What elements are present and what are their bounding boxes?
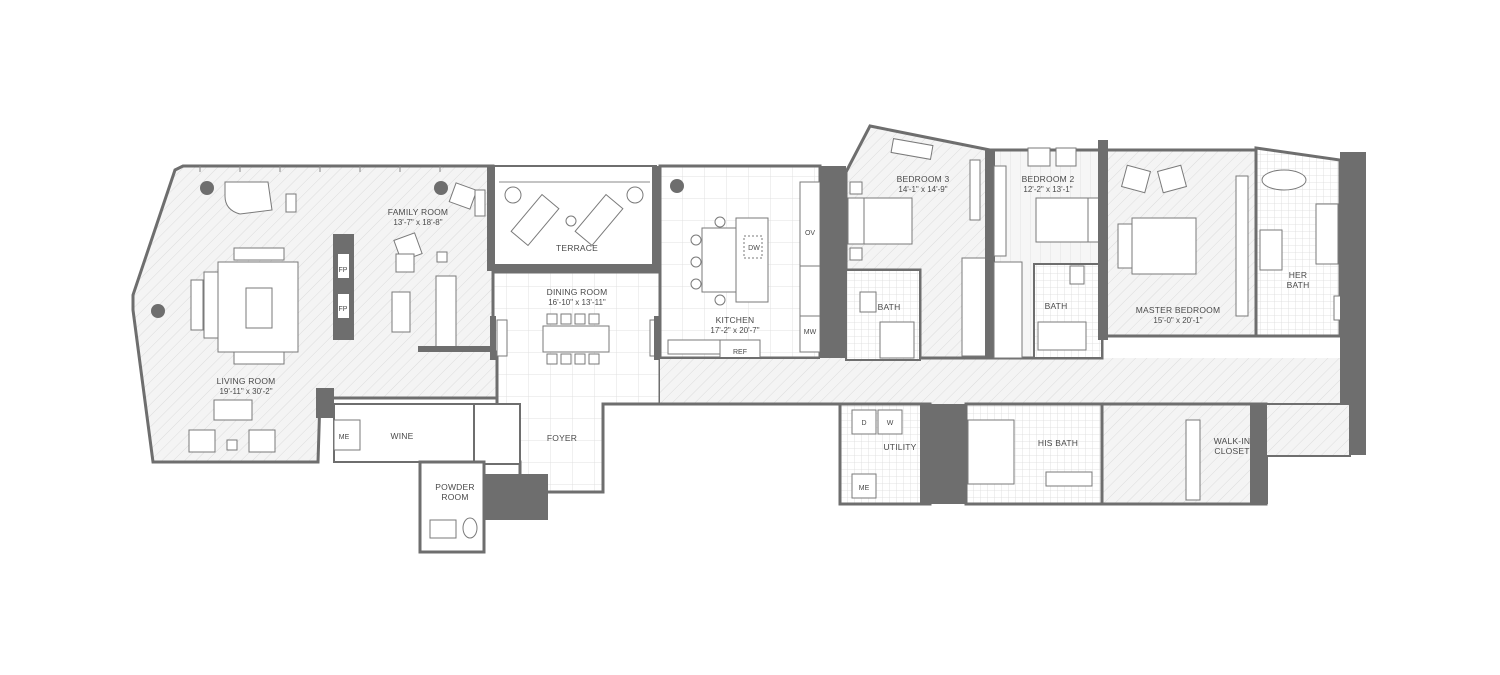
bath-a-label: BATH xyxy=(878,302,901,312)
utility-closet-area xyxy=(838,402,1351,506)
fireplace-label-1: FP xyxy=(339,267,348,274)
master-bedroom-label: MASTER BEDROOM xyxy=(1136,305,1221,315)
dining-room-label: DINING ROOM xyxy=(547,287,608,297)
washer-label: W xyxy=(887,420,894,427)
master-bedroom-dims: 15'-0" x 20'-1" xyxy=(1153,316,1202,325)
gallery-corridor xyxy=(603,357,1360,406)
bedroom2-label: BEDROOM 2 xyxy=(1022,174,1075,184)
walk-in-closet-label-2: CLOSET xyxy=(1214,446,1249,456)
kitchen-area xyxy=(658,164,846,362)
dishwasher-label: DW xyxy=(748,245,760,252)
bedroom2-dims: 12'-2" x 13'-1" xyxy=(1023,185,1072,194)
wine-label: WINE xyxy=(391,431,414,441)
bedroom3-dims: 14'-1" x 14'-9" xyxy=(898,185,947,194)
fixture-labels: FP FP ME ME DW OV MW REF D W xyxy=(339,230,894,492)
kitchen-label: KITCHEN xyxy=(716,315,755,325)
terrace-area xyxy=(487,165,660,272)
family-room-dims: 13'-7" x 18'-8" xyxy=(393,218,442,227)
her-bath-label-1: HER xyxy=(1289,270,1308,280)
living-room-dims: 19'-11" x 30'-2" xyxy=(219,387,272,396)
her-bath-label-2: BATH xyxy=(1287,280,1310,290)
dryer-label: D xyxy=(861,420,866,427)
dining-room-dims: 16'-10" x 13'-11" xyxy=(548,298,606,307)
terrace-label: TERRACE xyxy=(556,243,598,253)
bath-b-label: BATH xyxy=(1045,301,1068,311)
mechanical-label-1: ME xyxy=(339,434,350,441)
utility-label: UTILITY xyxy=(883,442,916,452)
wine-powder-area xyxy=(333,403,486,554)
fireplace-label-2: FP xyxy=(339,306,348,313)
powder-room-label-2: ROOM xyxy=(441,492,468,502)
oven-label: OV xyxy=(805,230,815,237)
foyer-label: FOYER xyxy=(547,433,577,443)
her-bath-area xyxy=(1254,146,1366,455)
mechanical-label-2: ME xyxy=(859,485,870,492)
powder-room-label-1: POWDER xyxy=(435,482,474,492)
bedroom3-area xyxy=(844,124,992,361)
room-labels: FAMILY ROOM 13'-7" x 18'-8" LIVING ROOM … xyxy=(217,174,1310,502)
living-family-area xyxy=(131,164,499,464)
family-room-label: FAMILY ROOM xyxy=(388,207,448,217)
walk-in-closet-label-1: WALK-IN xyxy=(1214,436,1251,446)
his-bath-label: HIS BATH xyxy=(1038,438,1078,448)
dining-foyer-area xyxy=(473,270,662,520)
bedroom2-area xyxy=(985,147,1104,360)
kitchen-dims: 17'-2" x 20'-7" xyxy=(710,326,759,335)
microwave-label: MW xyxy=(804,329,817,336)
bedroom3-label: BEDROOM 3 xyxy=(897,174,950,184)
refrigerator-label: REF xyxy=(733,349,747,356)
living-room-label: LIVING ROOM xyxy=(217,376,276,386)
